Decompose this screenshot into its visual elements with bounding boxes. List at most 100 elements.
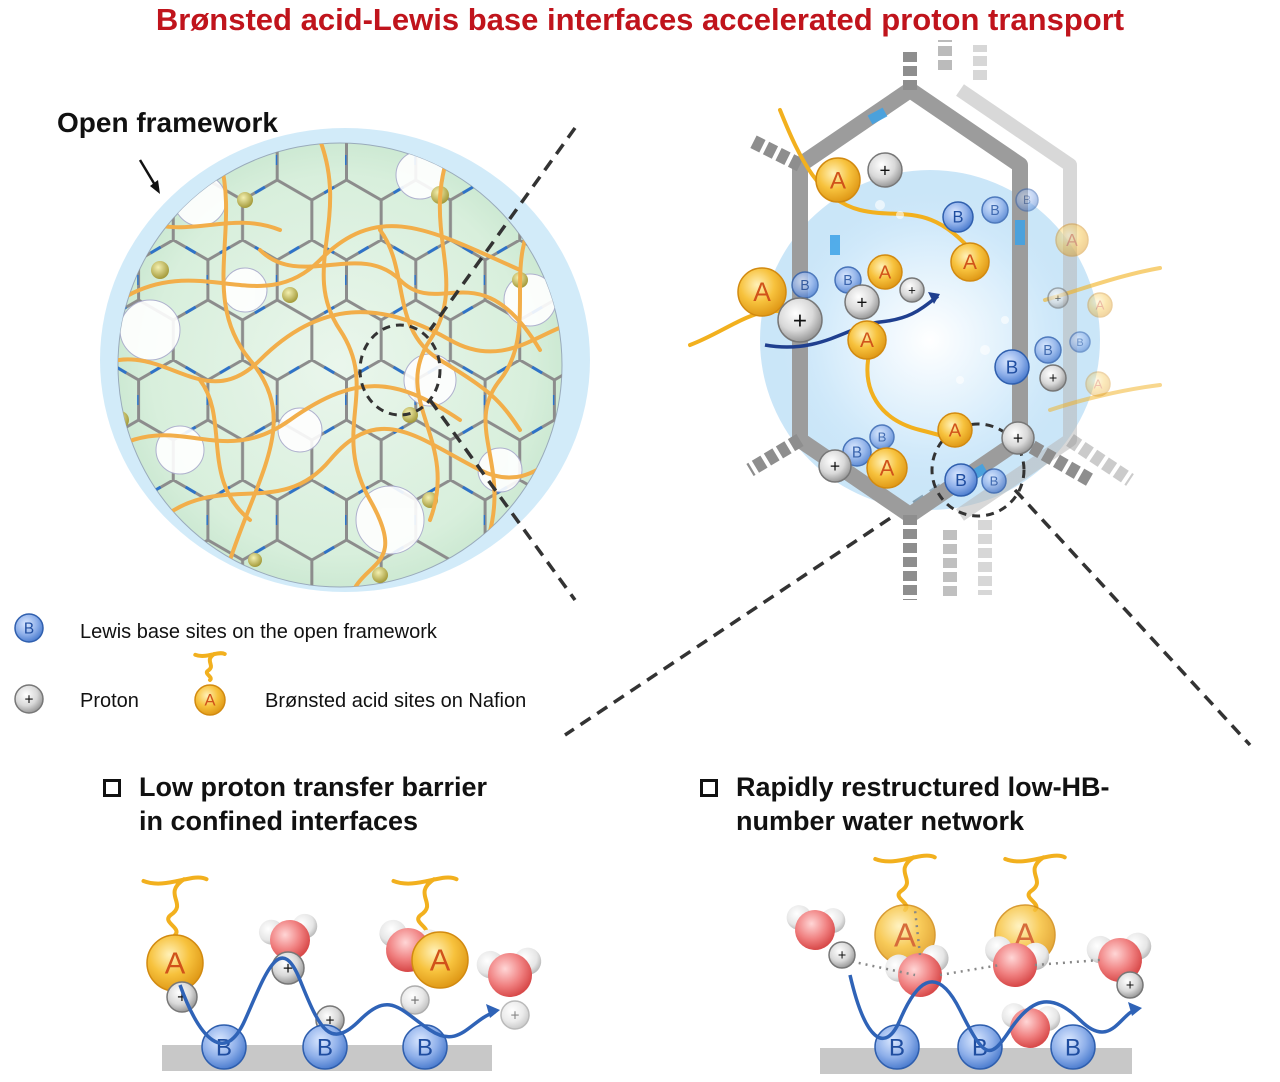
left-heading: Low proton transfer barrier in confined … [139,770,487,838]
proton-site: + [899,277,925,303]
base-site: B [791,271,819,299]
pathway-arrow-icon [1128,1002,1142,1016]
proton-site: + [500,1000,530,1030]
svg-text:B: B [955,470,967,490]
svg-text:B: B [1023,193,1031,207]
acid-site: A [1087,292,1113,318]
svg-text:B: B [417,1034,433,1061]
base-site: B [402,1024,448,1070]
svg-text:+: + [511,1007,520,1024]
acid-site: A [866,447,908,489]
svg-text:A: A [880,456,895,481]
framework-label: Open framework [57,107,278,138]
acid-site: A [737,267,787,317]
water-molecule [985,936,1050,987]
projection-lines [428,126,1252,747]
proton-site: + [1001,421,1035,455]
base-site: B [944,463,978,497]
svg-text:B: B [878,430,887,445]
base-site: B [1069,331,1091,353]
svg-text:+: + [25,691,34,708]
base-site: B [302,1024,348,1070]
water-molecule [885,944,949,997]
water-molecule [786,905,846,950]
arrow-head-icon [150,180,160,194]
base-site: B [994,349,1030,385]
svg-text:B: B [1043,343,1053,359]
right-heading-line2: number water network [736,806,1025,836]
nafion-side-chain [873,853,937,912]
svg-text:A: A [879,261,892,282]
svg-text:+: + [411,992,420,1009]
acid-site: A [1055,223,1089,257]
proton-pathway [848,974,1136,1053]
svg-text:A: A [753,277,771,307]
pathway-arrow-icon [486,1004,500,1018]
svg-text:+: + [1055,293,1061,305]
svg-text:A: A [1094,377,1103,392]
svg-text:B: B [216,1034,232,1061]
base-site: B [1034,336,1062,364]
acid-site: A [874,904,936,966]
svg-text:B: B [990,203,1000,219]
svg-text:+: + [283,958,293,978]
base-site: B [1015,188,1039,212]
proton-site: + [1047,287,1069,309]
svg-text:+: + [830,456,840,476]
pore-bubbles [875,200,1009,384]
acid-site: A [194,684,226,716]
svg-text:A: A [894,916,916,953]
left-heading-line1: Low proton transfer barrier [139,772,488,802]
svg-text:B: B [1076,337,1083,349]
svg-text:B: B [889,1034,905,1061]
left-checkbox [103,779,121,797]
svg-text:A: A [830,167,847,194]
proton-site: + [777,297,823,343]
acid-site: A [867,254,903,290]
svg-text:+: + [1126,978,1134,994]
legend-base-text: Lewis base sites on the open framework [80,621,437,643]
base-site: B [981,196,1009,224]
proton-site: + [400,985,430,1015]
legend-acid-text: Brønsted acid sites on Nafion [265,690,527,712]
svg-text:A: A [204,692,215,710]
framework-stubs [746,40,1134,600]
svg-text:B: B [952,209,963,227]
nafion-side-chain [141,875,209,937]
hydrogen-bonds [844,909,1101,977]
svg-text:B: B [852,444,862,461]
svg-text:B: B [800,278,810,294]
figure-title: Brønsted acid-Lewis base interfaces acce… [155,2,1125,37]
base-site: B [942,201,974,233]
nafion-side-chain [391,875,459,937]
proton-site: + [818,449,852,483]
water-molecule [258,913,318,960]
legend-proton-text: Proton [80,690,139,712]
proton-site: + [844,284,880,320]
proton-site: + [828,941,856,969]
right-checkbox [700,779,718,797]
svg-text:B: B [317,1034,333,1061]
svg-text:+: + [857,291,868,312]
svg-text:A: A [1066,230,1078,250]
svg-text:A: A [963,251,977,274]
left-heading-line2: in confined interfaces [139,806,419,836]
svg-text:+: + [793,307,807,334]
svg-text:A: A [1096,298,1105,313]
acid-site: A [950,242,990,282]
svg-text:+: + [880,159,891,180]
right-heading: Rapidly restructured low-HB- number wate… [736,770,1110,838]
base-site: B [869,424,895,450]
acid-site: A [1085,371,1111,397]
svg-text:+: + [1049,371,1057,387]
acid-site: A [146,934,204,992]
proton-site: + [1116,971,1144,999]
svg-text:B: B [1006,356,1018,377]
acid-site: A [815,157,861,203]
proton-pathway [178,956,496,1045]
right-heading-line1: Rapidly restructured low-HB- [736,772,1110,802]
